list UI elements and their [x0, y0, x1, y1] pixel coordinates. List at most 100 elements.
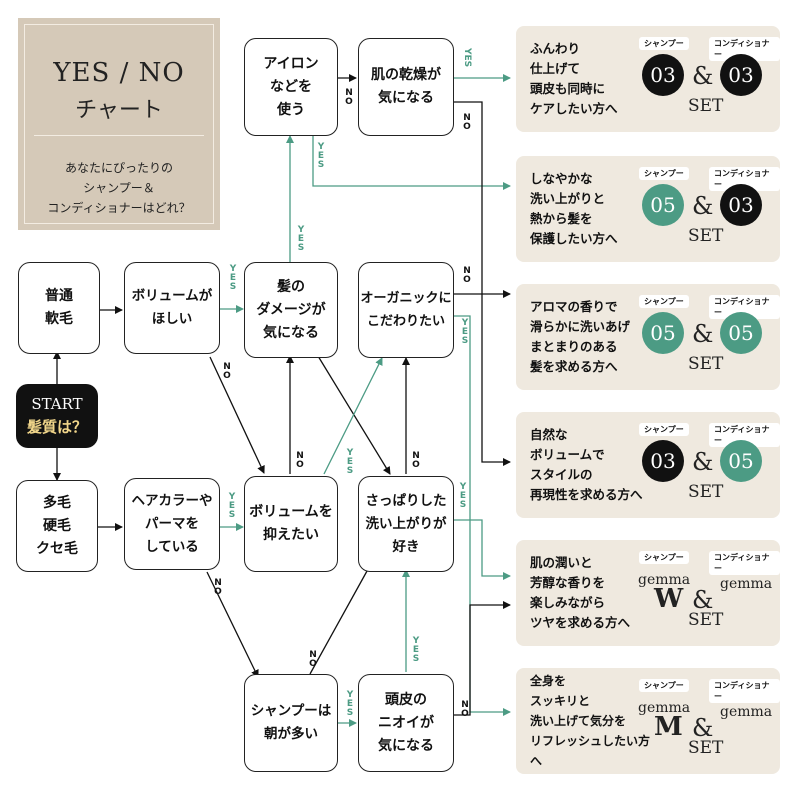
- node-thick-hair: 多毛 硬毛 クセ毛: [16, 480, 98, 572]
- gemma-conditioner-wordmark: gemma: [720, 704, 773, 720]
- node-volume-down: ボリュームを 抑えたい: [244, 476, 338, 572]
- node-color-perm-text: ヘアカラーや パーマを している: [131, 492, 213, 555]
- label-refreshing-no: NO: [411, 451, 421, 469]
- result-card-4: 自然な ボリュームで スタイルの 再現性を求める方へ シャンプー コンディショナ…: [516, 412, 780, 518]
- node-iron-text: アイロン などを 使う: [263, 55, 319, 118]
- node-refreshing: さっぱりした 洗い上がりが 好き: [358, 476, 454, 572]
- node-soft-hair: 普通 軟毛: [18, 262, 100, 354]
- label-organic-no: NO: [462, 266, 472, 284]
- result-2-text: しなやかな 洗い上がりと 熱から髪を 保護したい方へ: [530, 156, 660, 262]
- label-volume-down-yes: YES: [345, 448, 355, 475]
- label-dry-yes: YES: [462, 48, 472, 68]
- node-volume-down-text: ボリュームを 抑えたい: [249, 504, 333, 543]
- label-damage-yes: YES: [296, 225, 306, 252]
- node-soft-hair-text: 普通 軟毛: [45, 288, 73, 327]
- start-node: START 髪質は？: [16, 384, 98, 448]
- result-card-5: 肌の潤いと 芳醇な香りを 楽しみながら ツヤを求める方へ シャンプー コンディシ…: [516, 540, 780, 646]
- result-6-desc: 全身を スッキリと 洗い上げて気分を リフレッシュしたい方へ: [530, 674, 651, 768]
- result-5-desc: 肌の潤いと 芳醇な香りを 楽しみながら ツヤを求める方へ: [530, 555, 631, 630]
- shampoo-number-badge: 03: [642, 54, 684, 96]
- shampoo-tag: シャンプー: [639, 423, 689, 436]
- ampersand: &: [692, 192, 714, 220]
- label-scalp-odor-yes: YES: [411, 636, 421, 663]
- label-iron-no: NO: [344, 88, 354, 106]
- title-divider: [34, 135, 204, 136]
- label-color-perm-no: NO: [213, 578, 223, 596]
- set-label: SET: [688, 482, 724, 502]
- label-morning-no: NO: [308, 650, 318, 668]
- ampersand: &: [692, 714, 714, 742]
- conditioner-number-badge: 05: [720, 440, 762, 482]
- conditioner-number-badge: 05: [720, 312, 762, 354]
- result-card-1: ふんわり 仕上げて 頭皮も同時に ケアしたい方へ シャンプー コンディショナー …: [516, 26, 780, 132]
- node-organic-text: オーガニックに こだわりたい: [360, 291, 452, 329]
- gemma-m-letter: M: [654, 712, 683, 742]
- node-morning-shampoo-text: シャンプーは 朝が多い: [250, 703, 332, 742]
- label-iron-yes: YES: [316, 142, 326, 169]
- conditioner-tag: コンディショナー: [709, 551, 780, 575]
- label-volume-want-no: NO: [222, 362, 232, 380]
- result-3-desc: アロマの香りで 滑らかに洗いあげ まとまりのある 髪を求める方へ: [530, 299, 631, 374]
- result-2-desc: しなやかな 洗い上がりと 熱から髪を 保護したい方へ: [530, 171, 618, 246]
- result-1-text: ふんわり 仕上げて 頭皮も同時に ケアしたい方へ: [530, 26, 660, 132]
- result-3-text: アロマの香りで 滑らかに洗いあげ まとまりのある 髪を求める方へ: [530, 284, 660, 390]
- label-scalp-odor-no: NO: [460, 700, 470, 718]
- node-organic: オーガニックに こだわりたい: [358, 262, 454, 358]
- shampoo-tag: シャンプー: [639, 679, 689, 692]
- set-label: SET: [688, 610, 724, 630]
- result-card-6: 全身を スッキリと 洗い上げて気分を リフレッシュしたい方へ シャンプー コンデ…: [516, 668, 780, 774]
- result-card-3: アロマの香りで 滑らかに洗いあげ まとまりのある 髪を求める方へ シャンプー コ…: [516, 284, 780, 390]
- start-label: START: [31, 395, 83, 413]
- label-dry-no: NO: [462, 113, 472, 131]
- node-dry-scalp: 肌の乾燥が 気になる: [358, 38, 454, 136]
- result-6-text: 全身を スッキリと 洗い上げて気分を リフレッシュしたい方へ: [530, 668, 660, 774]
- label-volume-down-no: NO: [295, 451, 305, 469]
- node-morning-shampoo: シャンプーは 朝が多い: [244, 674, 338, 772]
- chart-question: あなたにぴったりの シャンプー＆ コンディショナーはどれ？: [47, 161, 191, 215]
- shampoo-number-badge: 05: [642, 312, 684, 354]
- gemma-conditioner-wordmark: gemma: [720, 576, 773, 592]
- ampersand: &: [692, 448, 714, 476]
- result-1-desc: ふんわり 仕上げて 頭皮も同時に ケアしたい方へ: [530, 41, 618, 116]
- chart-subtitle: チャート: [75, 98, 163, 123]
- shampoo-number-badge: 03: [642, 440, 684, 482]
- conditioner-tag: コンディショナー: [709, 167, 780, 191]
- ampersand: &: [692, 586, 714, 614]
- ampersand: &: [692, 320, 714, 348]
- title-card-frame: [24, 24, 214, 224]
- label-refreshing-yes: YES: [458, 482, 468, 509]
- node-refreshing-text: さっぱりした 洗い上がりが 好き: [365, 492, 447, 555]
- shampoo-tag: シャンプー: [639, 295, 689, 308]
- node-damage: 髪の ダメージが 気になる: [244, 262, 338, 358]
- label-organic-yes: YES: [460, 318, 470, 345]
- chart-title: YES / NO: [53, 58, 185, 88]
- start-question: 髪質は？: [26, 418, 87, 436]
- conditioner-tag: コンディショナー: [709, 679, 780, 703]
- label-color-perm-yes: YES: [227, 492, 237, 519]
- node-color-perm: ヘアカラーや パーマを している: [124, 478, 220, 570]
- label-morning-yes: YES: [345, 690, 355, 717]
- node-dry-scalp-text: 肌の乾燥が 気になる: [371, 67, 441, 106]
- gemma-shampoo-wordmark: gemma: [638, 572, 691, 588]
- shampoo-tag: シャンプー: [639, 37, 689, 50]
- shampoo-tag: シャンプー: [639, 551, 689, 564]
- node-iron: アイロン などを 使う: [244, 38, 338, 136]
- label-volume-want-yes: YES: [228, 264, 238, 291]
- ampersand: &: [692, 62, 714, 90]
- result-4-text: 自然な ボリュームで スタイルの 再現性を求める方へ: [530, 412, 660, 518]
- result-5-text: 肌の潤いと 芳醇な香りを 楽しみながら ツヤを求める方へ: [530, 540, 660, 646]
- node-volume-want: ボリュームが ほしい: [124, 262, 220, 354]
- gemma-shampoo-wordmark: gemma: [638, 700, 691, 716]
- node-volume-want-text: ボリュームが ほしい: [131, 288, 213, 327]
- shampoo-tag: シャンプー: [639, 167, 689, 180]
- node-thick-hair-text: 多毛 硬毛 クセ毛: [36, 494, 78, 557]
- node-scalp-odor-text: 頭皮の ニオイが 気になる: [378, 691, 434, 754]
- shampoo-number-badge: 05: [642, 184, 684, 226]
- result-4-desc: 自然な ボリュームで スタイルの 再現性を求める方へ: [530, 427, 643, 502]
- conditioner-number-badge: 03: [720, 184, 762, 226]
- gemma-w-letter: W: [654, 584, 684, 614]
- node-damage-text: 髪の ダメージが 気になる: [256, 278, 326, 341]
- set-label: SET: [688, 738, 724, 758]
- set-label: SET: [688, 226, 724, 246]
